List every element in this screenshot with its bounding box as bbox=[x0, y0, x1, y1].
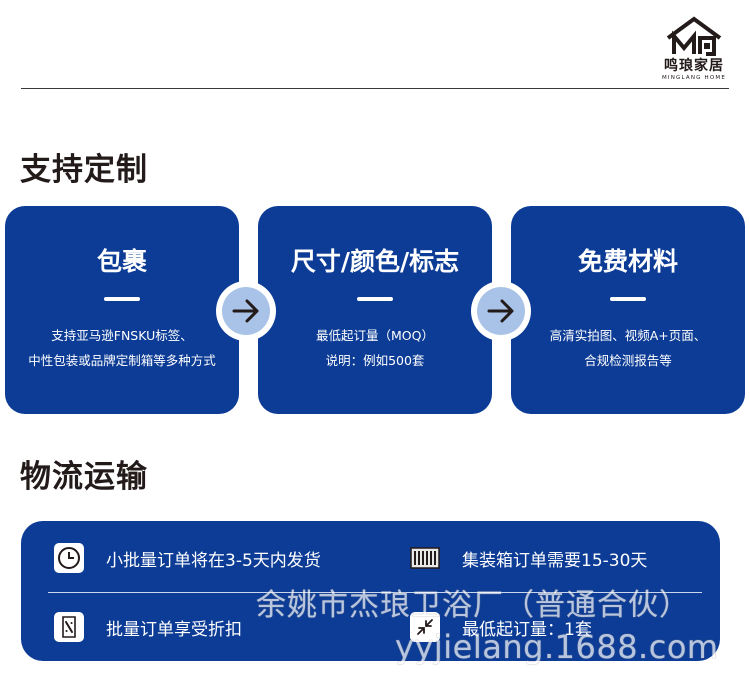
card-desc-line: 说明：例如500套 bbox=[325, 353, 425, 368]
discount-ticket-icon bbox=[54, 612, 84, 642]
logistics-item-text: 批量订单享受折扣 bbox=[106, 619, 242, 640]
clock-icon bbox=[54, 543, 84, 573]
brand-logo: 鸣琅家居 MINGLANG HOME bbox=[656, 16, 732, 84]
logistics-panel: 小批量订单将在3-5天内发货 集装箱订单需要15-30天 批量订单享受折扣 最低… bbox=[21, 521, 720, 661]
logistics-item-moq: 最低起订量：1套 bbox=[410, 612, 592, 642]
logistics-item-text: 集装箱订单需要15-30天 bbox=[462, 550, 648, 571]
logistics-item-container: 集装箱订单需要15-30天 bbox=[410, 543, 647, 573]
card-desc-line: 最低起订量（MOQ） bbox=[316, 328, 434, 343]
container-icon bbox=[410, 543, 440, 573]
header-divider bbox=[21, 88, 729, 89]
logistics-item-small-batch: 小批量订单将在3-5天内发货 bbox=[54, 543, 321, 573]
card-description: 高清实拍图、视频A+页面、 合规检测报告等 bbox=[511, 323, 745, 373]
card-title: 免费材料 bbox=[577, 247, 678, 276]
arrow-right-icon bbox=[232, 299, 259, 323]
arrow-right-icon bbox=[487, 299, 514, 323]
card-packaging: 包裹 支持亚马逊FNSKU标签、 中性包装或品牌定制箱等多种方式 bbox=[5, 206, 239, 414]
customization-title: 支持定制 bbox=[20, 152, 148, 188]
logistics-item-text: 最低起订量：1套 bbox=[462, 619, 592, 640]
card-desc-line: 高清实拍图、视频A+页面、 bbox=[549, 328, 707, 343]
card-title: 尺寸/颜色/标志 bbox=[290, 247, 460, 276]
card-description: 最低起订量（MOQ） 说明：例如500套 bbox=[258, 323, 492, 373]
card-divider bbox=[357, 297, 393, 301]
arrow-connector bbox=[216, 281, 276, 341]
arrow-connector bbox=[471, 281, 531, 341]
logistics-divider bbox=[48, 592, 702, 593]
house-m-logo-icon bbox=[666, 16, 722, 56]
card-description: 支持亚马逊FNSKU标签、 中性包装或品牌定制箱等多种方式 bbox=[5, 323, 239, 373]
logistics-item-text: 小批量订单将在3-5天内发货 bbox=[106, 550, 321, 571]
logistics-item-discount: 批量订单享受折扣 bbox=[54, 612, 242, 642]
logistics-title: 物流运输 bbox=[20, 459, 148, 495]
watermark-url: yyjielang.1688.com bbox=[395, 628, 719, 666]
card-desc-line: 中性包装或品牌定制箱等多种方式 bbox=[28, 353, 216, 368]
card-free-materials: 免费材料 高清实拍图、视频A+页面、 合规检测报告等 bbox=[511, 206, 745, 414]
card-divider bbox=[104, 297, 140, 301]
card-size-color-logo: 尺寸/颜色/标志 最低起订量（MOQ） 说明：例如500套 bbox=[258, 206, 492, 414]
card-desc-line: 合规检测报告等 bbox=[584, 353, 672, 368]
brand-name-en: MINGLANG HOME bbox=[661, 75, 727, 81]
card-desc-line: 支持亚马逊FNSKU标签、 bbox=[51, 328, 193, 343]
card-title: 包裹 bbox=[96, 247, 147, 276]
compress-arrows-icon bbox=[410, 612, 440, 642]
card-divider bbox=[610, 297, 646, 301]
brand-name-cn: 鸣琅家居 bbox=[664, 58, 724, 74]
watermark-company: 余姚市杰琅卫浴厂（普通合伙） bbox=[256, 588, 690, 623]
